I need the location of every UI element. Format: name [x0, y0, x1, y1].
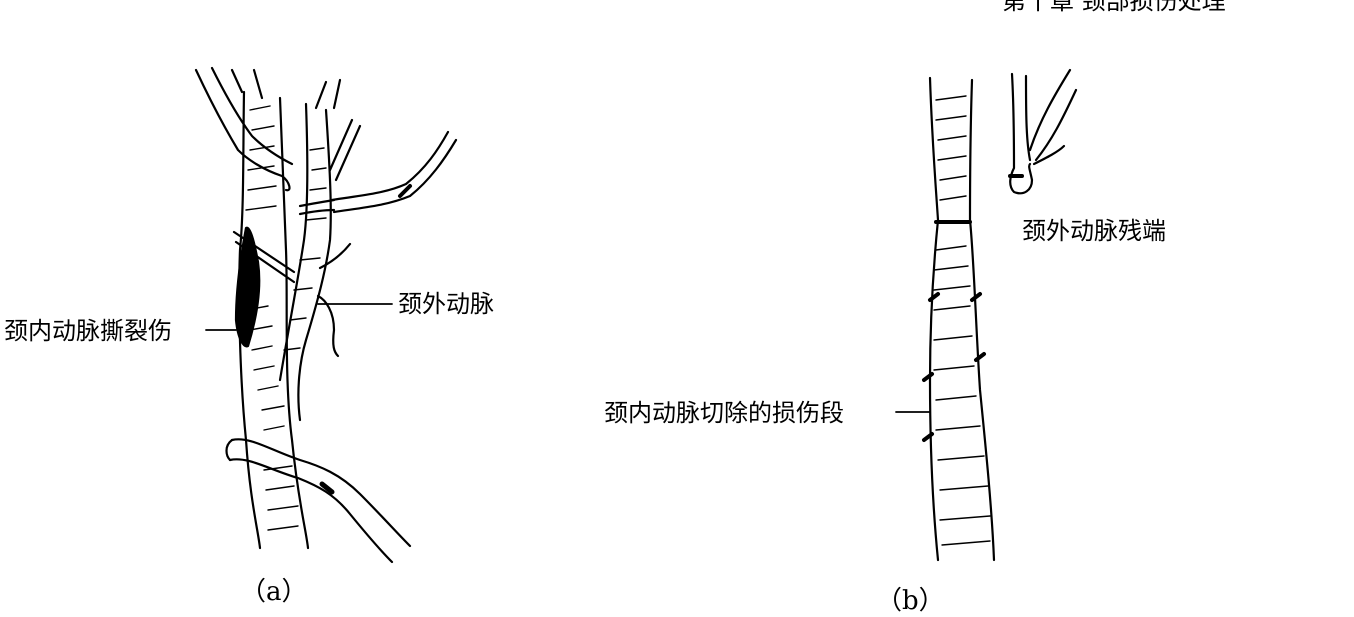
label-internal-carotid-tear: 颈内动脉撕裂伤 — [4, 317, 172, 345]
label-external-carotid: 颈外动脉 — [398, 290, 494, 318]
panel-a-drawing — [194, 66, 458, 564]
lower-crossing-vessel — [230, 438, 412, 548]
tear-mark — [234, 226, 261, 348]
caption-b: （b） — [876, 586, 945, 616]
page-header: 第十章 颈部损伤处理 — [1002, 0, 1226, 15]
label-resected-segment: 颈内动脉切除的损伤段 — [604, 399, 844, 427]
label-external-carotid-stump: 颈外动脉残端 — [1022, 217, 1166, 245]
panel-b-drawing — [922, 68, 1078, 562]
external-carotid-stump — [1009, 72, 1034, 195]
external-carotid-vessel — [278, 102, 309, 382]
caption-a: （a） — [240, 577, 308, 607]
resected-internal-carotid — [928, 76, 940, 562]
